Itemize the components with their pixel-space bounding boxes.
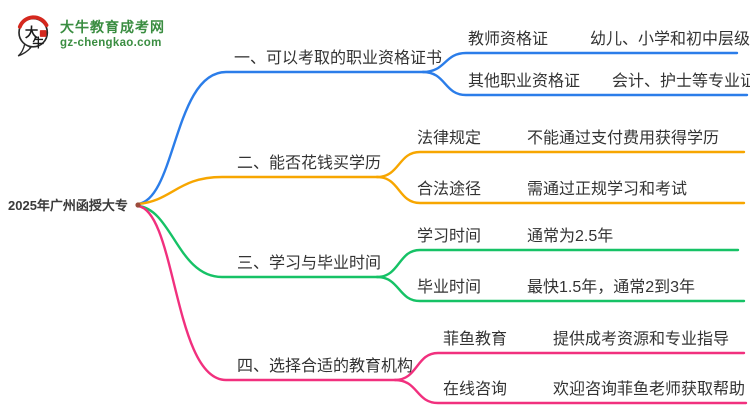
branch-2-child-2-value[interactable]: 需通过正规学习和考试 xyxy=(527,181,688,198)
branch-1-label[interactable]: 一、可以考取的职业资格证书 xyxy=(234,50,443,67)
logo-text-block: 大牛教育成考网 gz-chengkao.com xyxy=(60,14,165,51)
logo-char-da: 大 xyxy=(25,24,39,40)
daniu-logo-icon: 大 牛 xyxy=(17,15,49,57)
branch-4-lines xyxy=(136,204,748,405)
branch-1-lines xyxy=(136,51,749,206)
branch-2-child-2-label[interactable]: 合法途径 xyxy=(417,181,482,198)
branch-1-child-2-label[interactable]: 其他职业资格证 xyxy=(468,73,581,90)
root-branch-dot xyxy=(135,202,141,208)
branch-3-child-2-label[interactable]: 毕业时间 xyxy=(417,279,482,296)
branch-4-child-1-line xyxy=(393,351,746,382)
logo-title: 大牛教育成考网 xyxy=(60,19,165,35)
branch-1-child-1-value[interactable]: 幼儿、小学和初中层级 xyxy=(590,31,750,48)
logo-subtitle: gz-chengkao.com xyxy=(60,37,162,49)
branch-3-label[interactable]: 三、学习与毕业时间 xyxy=(237,255,382,272)
branch-3-child-2-line xyxy=(375,275,746,303)
branch-4-child-1-value[interactable]: 提供成考资源和专业指导 xyxy=(553,331,730,348)
site-logo[interactable]: 大 牛 大牛教育成考网 gz-chengkao.com xyxy=(14,14,165,58)
branch-3-lines xyxy=(136,204,746,303)
branch-3-child-1-line xyxy=(375,248,740,279)
branch-4-parent-line xyxy=(136,204,397,382)
branch-2-child-1-value[interactable]: 不能通过支付费用获得学历 xyxy=(527,130,720,147)
branch-2-child-1-label[interactable]: 法律规定 xyxy=(417,130,482,147)
branch-2-child-2-line xyxy=(375,175,746,205)
branch-4-child-1-label[interactable]: 菲鱼教育 xyxy=(443,331,508,348)
branch-1-child-1-label[interactable]: 教师资格证 xyxy=(468,31,549,48)
logo-char-niu: 牛 xyxy=(32,36,44,50)
branch-1-parent-line xyxy=(136,70,425,206)
branch-1-child-2-value[interactable]: 会计、护士等专业证书 xyxy=(612,73,750,90)
branch-4-label[interactable]: 四、选择合适的教育机构 xyxy=(237,358,414,375)
branch-2-child-1-line xyxy=(375,150,746,179)
logo-seal xyxy=(39,30,47,37)
branch-1-child-1-line xyxy=(421,51,739,74)
logo-bubble-tail xyxy=(17,42,32,57)
branch-3-parent-line xyxy=(136,204,379,279)
branch-3-child-1-value[interactable]: 通常为2.5年 xyxy=(527,228,614,245)
branch-4-child-2-value[interactable]: 欢迎咨询菲鱼老师获取帮助 xyxy=(553,381,746,398)
root-node[interactable]: 2025年广州函授大专 xyxy=(8,198,128,213)
branch-2-lines xyxy=(136,150,746,206)
branch-4-child-2-label[interactable]: 在线咨询 xyxy=(443,381,508,398)
branch-1-child-2-line xyxy=(421,70,749,97)
logo-red-arc xyxy=(17,15,49,29)
branch-3-child-1-label[interactable]: 学习时间 xyxy=(417,228,482,245)
branch-3-child-2-value[interactable]: 最快1.5年，通常2到3年 xyxy=(527,279,696,296)
branch-4-child-2-line xyxy=(393,378,748,405)
branch-2-label[interactable]: 二、能否花钱买学历 xyxy=(237,155,382,172)
branch-2-parent-line xyxy=(136,175,379,206)
